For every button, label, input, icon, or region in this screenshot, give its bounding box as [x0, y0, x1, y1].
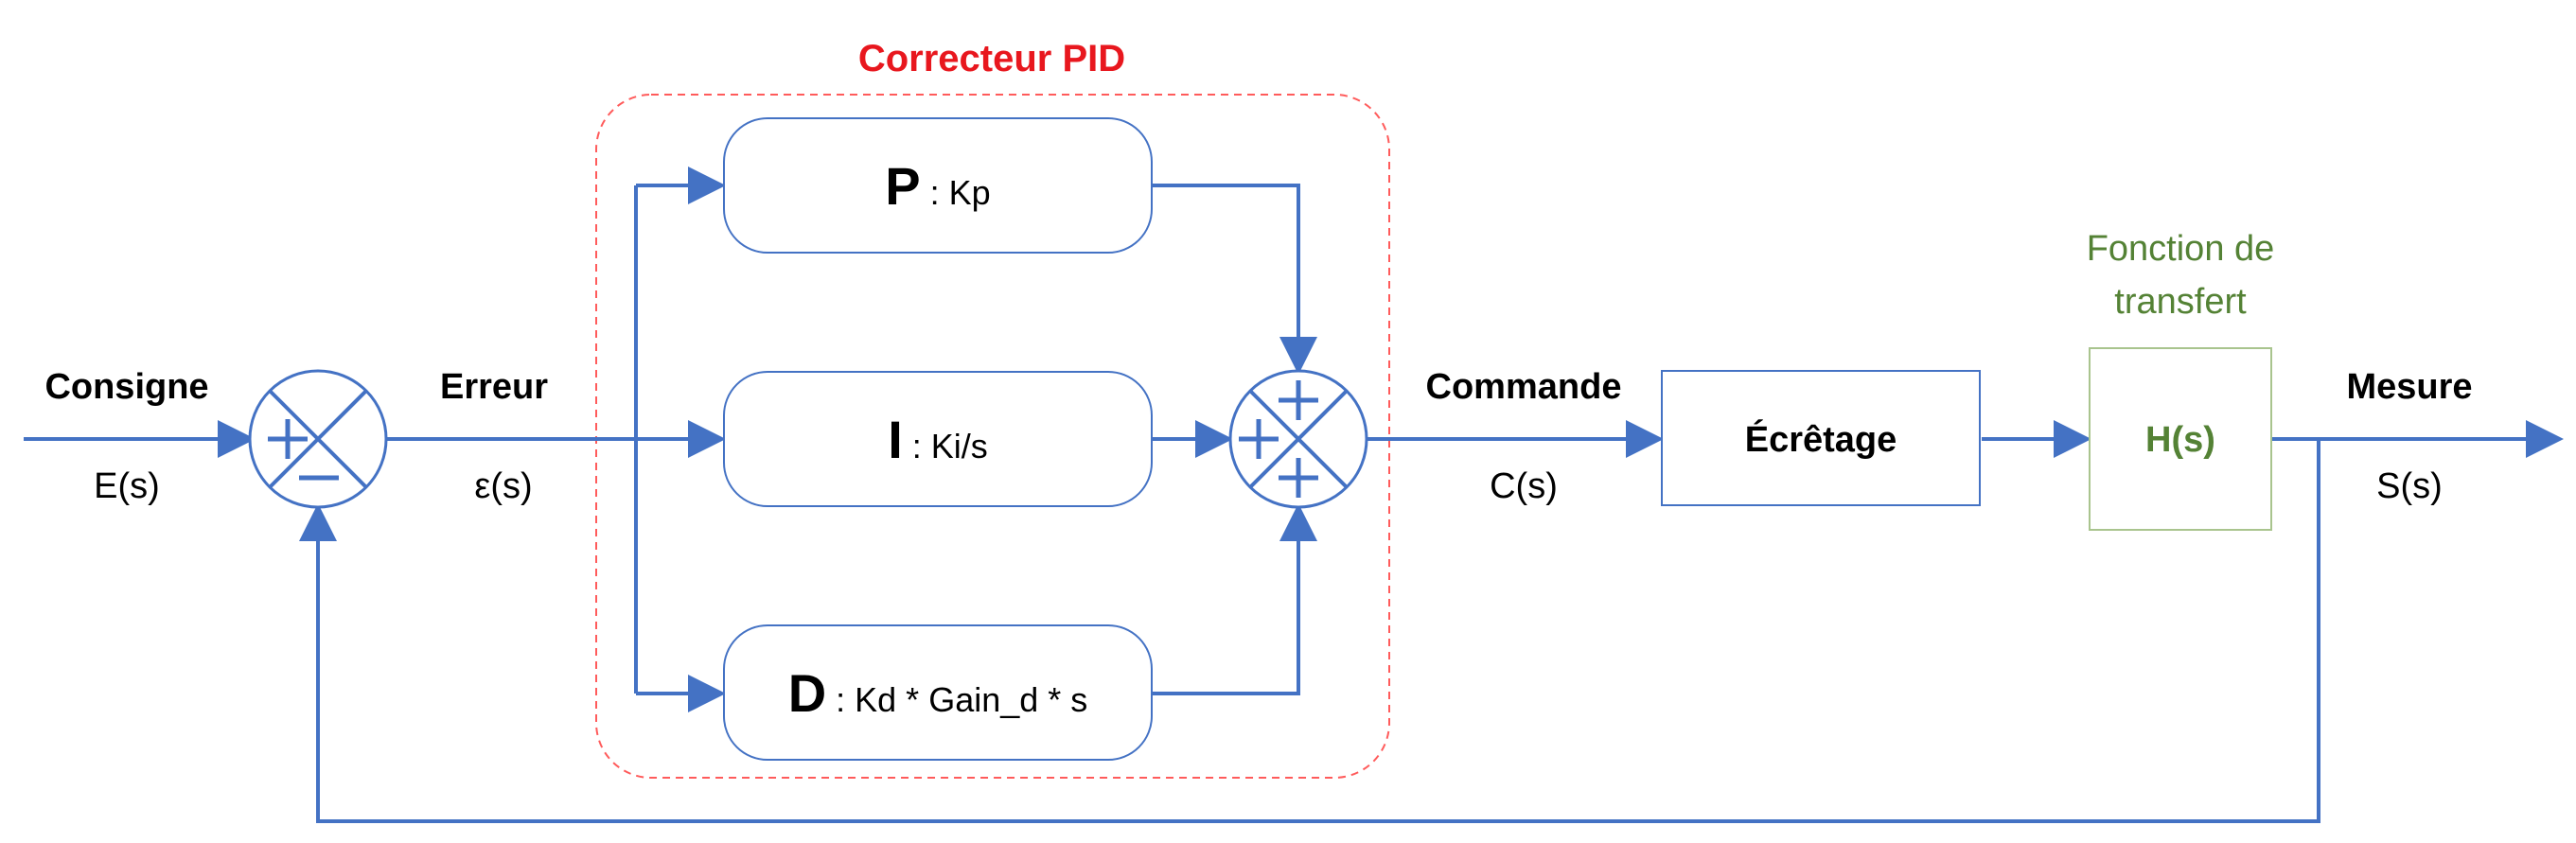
svg-text:I : Ki/s: I : Ki/s	[888, 410, 988, 469]
i-block: I : Ki/s	[723, 371, 1153, 507]
ecretage-label: Écrêtage	[1745, 418, 1897, 460]
consigne-symbol: E(s)	[94, 466, 160, 506]
comparator-junction	[248, 369, 388, 509]
line-p-to-sum	[1152, 184, 1317, 375]
i-text: : Ki/s	[903, 427, 988, 465]
consigne-label: Consigne	[44, 367, 208, 407]
commande-label: Commande	[1426, 367, 1622, 407]
transfer-title-line2: transfert	[2114, 282, 2247, 322]
erreur-label: Erreur	[440, 367, 548, 407]
mesure-label: Mesure	[2346, 367, 2472, 407]
i-letter: I	[888, 410, 903, 469]
p-block: P : Kp	[723, 117, 1153, 254]
line-feedback	[299, 439, 2320, 823]
ecretage-block: Écrêtage	[1661, 370, 1981, 506]
commande-symbol: C(s)	[1490, 466, 1558, 506]
transfer-function-block: Fonction de transfert H(s)	[2087, 229, 2275, 531]
plus-sign	[268, 419, 308, 459]
svg-text:P : Kp: P : Kp	[885, 156, 990, 216]
transfer-fn-label: H(s)	[2145, 420, 2215, 460]
pid-summing-junction	[1228, 369, 1368, 509]
mesure-symbol: S(s)	[2376, 466, 2443, 506]
transfer-title-line1: Fonction de	[2087, 229, 2275, 269]
d-text: : Kd * Gain_d * s	[826, 680, 1087, 719]
erreur-symbol: ε(s)	[474, 466, 532, 506]
svg-text:D : Kd * Gain_d * s: D : Kd * Gain_d * s	[788, 663, 1088, 723]
p-text: : Kp	[921, 173, 991, 212]
signal-lines	[24, 167, 2564, 823]
line-d-to-sum	[1152, 503, 1317, 695]
pid-frame	[595, 94, 1390, 779]
d-block: D : Kd * Gain_d * s	[723, 624, 1153, 761]
p-letter: P	[885, 156, 920, 216]
pid-title: Correcteur PID	[858, 38, 1125, 79]
d-letter: D	[788, 663, 826, 723]
